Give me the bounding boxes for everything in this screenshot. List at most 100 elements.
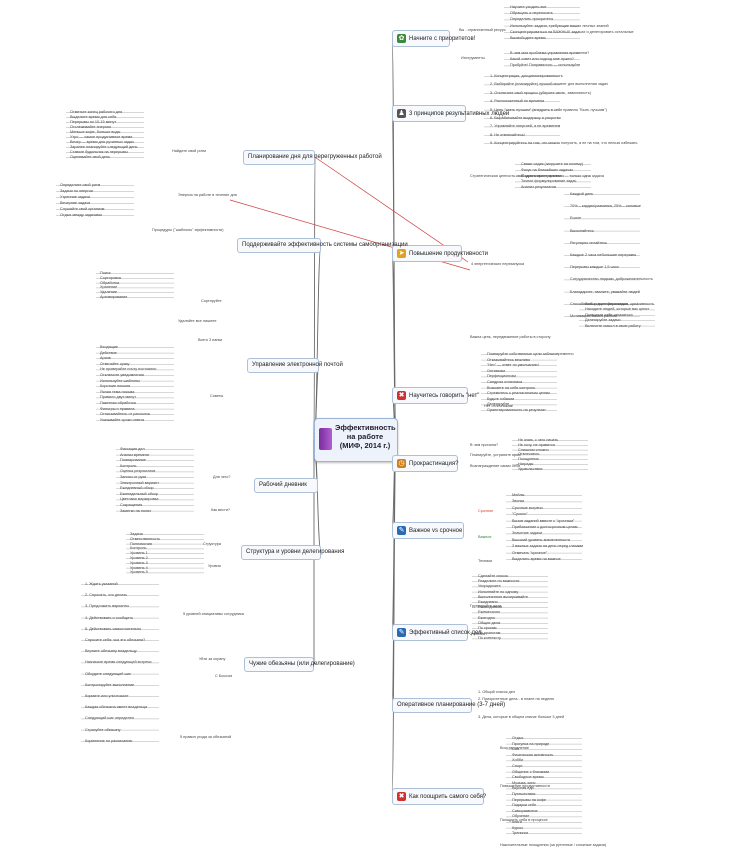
leaf-item: Исполняйте по одному: [478, 589, 519, 594]
leaf-item: Сон: [512, 747, 519, 752]
leaf-item: Планируйте собственные цели заблаговреме…: [487, 352, 574, 356]
leaf-item: Сделайте список: [478, 574, 509, 578]
leaf-item: Сокращения: [120, 503, 143, 507]
leaf-item: Высыпайтесь: [570, 228, 594, 233]
leaf-item: Курсы: [512, 825, 523, 830]
leaf-item: Используйте: задачи, требующие ваших лич…: [510, 23, 609, 28]
leaf-item: 9. Концентрируйтесь на том, что можно по…: [490, 141, 638, 146]
leaf-item: Хранение: [100, 285, 118, 290]
plant-icon: ✿: [397, 34, 406, 43]
leaf-item: Вызов заданий вместе с "срочным": [512, 518, 575, 523]
leaf-item: Еженедельно: [478, 605, 502, 610]
leaf-item: Позвольте себе отказаться: [585, 312, 633, 317]
topic-self-organization[interactable]: Поддерживайте эффективность системы само…: [237, 238, 408, 253]
cross-icon: ✖: [397, 391, 406, 400]
topic-operational-planning[interactable]: Оперативное планирование (3-7 дней): [392, 698, 505, 713]
branch-chain: Важна цепь, передвижение работы в сторон…: [470, 335, 551, 339]
leaf-item: 8. Не отвлекайтесь!: [490, 132, 525, 137]
topic-say-no[interactable]: ✖Научитесь говорить "нет": [392, 387, 479, 405]
leaf-item: Удаление: [100, 290, 118, 295]
leaf-item: Каждый день: [570, 192, 594, 196]
leaf-item: Определить приоритеты: [510, 17, 554, 22]
leaf-item: По проектам: [478, 631, 501, 636]
branch-tips: Советы: [210, 394, 224, 398]
leaf-item: Обработка: [100, 280, 120, 285]
branch-cumulative-rewards: Накопительные поощрения (за рутинные / с…: [500, 843, 607, 847]
leaf-item: Контроль: [130, 546, 147, 551]
leaf-item: Научите уходить все: [510, 5, 547, 9]
leaf-item: Уровень 2: [130, 556, 148, 560]
leaf-item: Уровень 4: [130, 565, 148, 570]
topic-email[interactable]: Управление электронной почтой: [247, 358, 343, 373]
arrow-icon: ➤: [397, 249, 406, 258]
leaf-item: Свободное время: [512, 775, 544, 780]
topic-todo-list[interactable]: ✎Эффективный список дел: [392, 624, 482, 642]
leaf-item: Контроль: [120, 463, 137, 468]
leaf-item: 6. Вырабатывайте выдержку и упорство: [490, 116, 561, 120]
branch-reward-process: Поощрить себя в процессе: [500, 818, 548, 822]
leaf-item: 1. Ждать указаний: [85, 582, 118, 586]
leaf-item: Высвободите время: [510, 36, 546, 40]
leaf-item: Ежемесячно: [478, 610, 501, 615]
leaf-item: Выбор достойных задач: [585, 302, 628, 306]
branch-delete-extra: Удаляйте все лишнее: [178, 319, 217, 323]
leaf-item: Общение с близкими: [512, 769, 550, 774]
leaf-item: Планирование: [120, 458, 146, 463]
branch-structure: Структура: [203, 542, 222, 546]
leaf-item: Делегируйте задачи: [585, 318, 621, 323]
topic-monkeys[interactable]: Чужие обезьяны (или делегирование): [244, 657, 355, 672]
leaf-item: Назначьте время следующей встречи: [85, 660, 152, 665]
central-topic[interactable]: Эффективность на работе (МИФ, 2014 г.): [314, 418, 398, 462]
leaf-item: Прогулка на природе: [512, 741, 550, 746]
leaf-item: Сортировка: [100, 275, 121, 280]
topic-3-principles[interactable]: ♟3 принципов результативных людей: [392, 105, 509, 123]
leaf-item: Архивирование: [100, 295, 128, 299]
leaf-item: Пакетная обработка: [100, 401, 136, 405]
leaf-item: По срокам: [478, 626, 497, 630]
leaf-item: Меньше кофе, больше воды: [70, 130, 121, 134]
leaf-item: Уровень 3: [130, 560, 148, 565]
leaf-item: Оценка результатов: [120, 469, 156, 474]
leaf-item: Отслеживайте энергию: [70, 125, 112, 129]
topic-day-planning[interactable]: Планирование дня для перегруженных работ…: [243, 150, 382, 165]
branch-techniques: Техники: [478, 559, 493, 563]
leaf-item: 4. Действовать и сообщить: [85, 615, 134, 620]
leaf-item: Короткие письма: [100, 384, 130, 389]
leaf-item: Заранее планируйте следующий день: [70, 145, 138, 149]
leaf-item: Включите смысл в свою работу: [585, 323, 641, 328]
leaf-item: Каждая обезьяна имеет владельца: [85, 705, 148, 710]
leaf-item: Синдром отличника: [487, 380, 523, 384]
topic-priorities[interactable]: ✿Начните с приоритетов!: [392, 30, 475, 48]
topic-reward-self[interactable]: ✖Как поощрить самого себя?: [392, 788, 486, 806]
leaf-item: Книги: [512, 820, 522, 824]
leaf-item: Задача: [130, 532, 143, 536]
branch-levels: Уровни: [208, 564, 221, 568]
cross-icon: ✖: [397, 792, 406, 801]
branch-general-list: 1. Общий список дел: [478, 690, 516, 694]
branch-no-perfectionists: Нет отличникам!: [484, 404, 514, 408]
leaf-item: Перерывы каждые 1,5 часа: [570, 265, 619, 270]
topic-work-diary[interactable]: Рабочий дневник: [254, 478, 318, 493]
leaf-item: Хобби: [512, 758, 524, 763]
branch-find-rhythm: Найдите свой ритм: [172, 149, 206, 153]
topic-delegation-structure[interactable]: Структура и уровни делегирования: [241, 545, 344, 560]
branch-productivity-boost: Повышение продуктивности: [500, 784, 550, 788]
leaf-item: Следующий шаг определен: [85, 716, 134, 721]
leaf-item: Делегируйте: [487, 402, 510, 407]
leaf-item: Ешьте: [570, 216, 582, 221]
leaf-item: Контролируйте выполнение: [85, 682, 135, 687]
branch-reason: В чем причина?: [470, 443, 499, 447]
topic-important-urgent[interactable]: ✎Важное vs срочное: [392, 522, 464, 540]
leaf-item: Кормление по расписанию: [85, 738, 133, 743]
leaf-item: Цветовая маркировка: [120, 497, 159, 502]
leaf-item: Отказывайтесь вежливо: [487, 357, 530, 362]
leaf-item: Отписывайтесь от рассылок: [100, 412, 151, 417]
leaf-item: Спросите себя: чья это обезьяна?: [85, 638, 146, 642]
book-icon: [319, 428, 332, 450]
topic-productivity[interactable]: ➤Повышение продуктивности: [392, 245, 488, 263]
leaf-item: Вкусная еда: [512, 786, 534, 791]
topic-procrastination[interactable]: ◷Прокрастинация?: [392, 455, 458, 473]
branch-priority-week: 2. Приоритетные дела - в плане на неделю: [478, 697, 555, 701]
leaf-item: Используйте шаблоны: [100, 378, 140, 383]
leaf-item: Какой совет или подход мне нужен?: [510, 57, 574, 62]
